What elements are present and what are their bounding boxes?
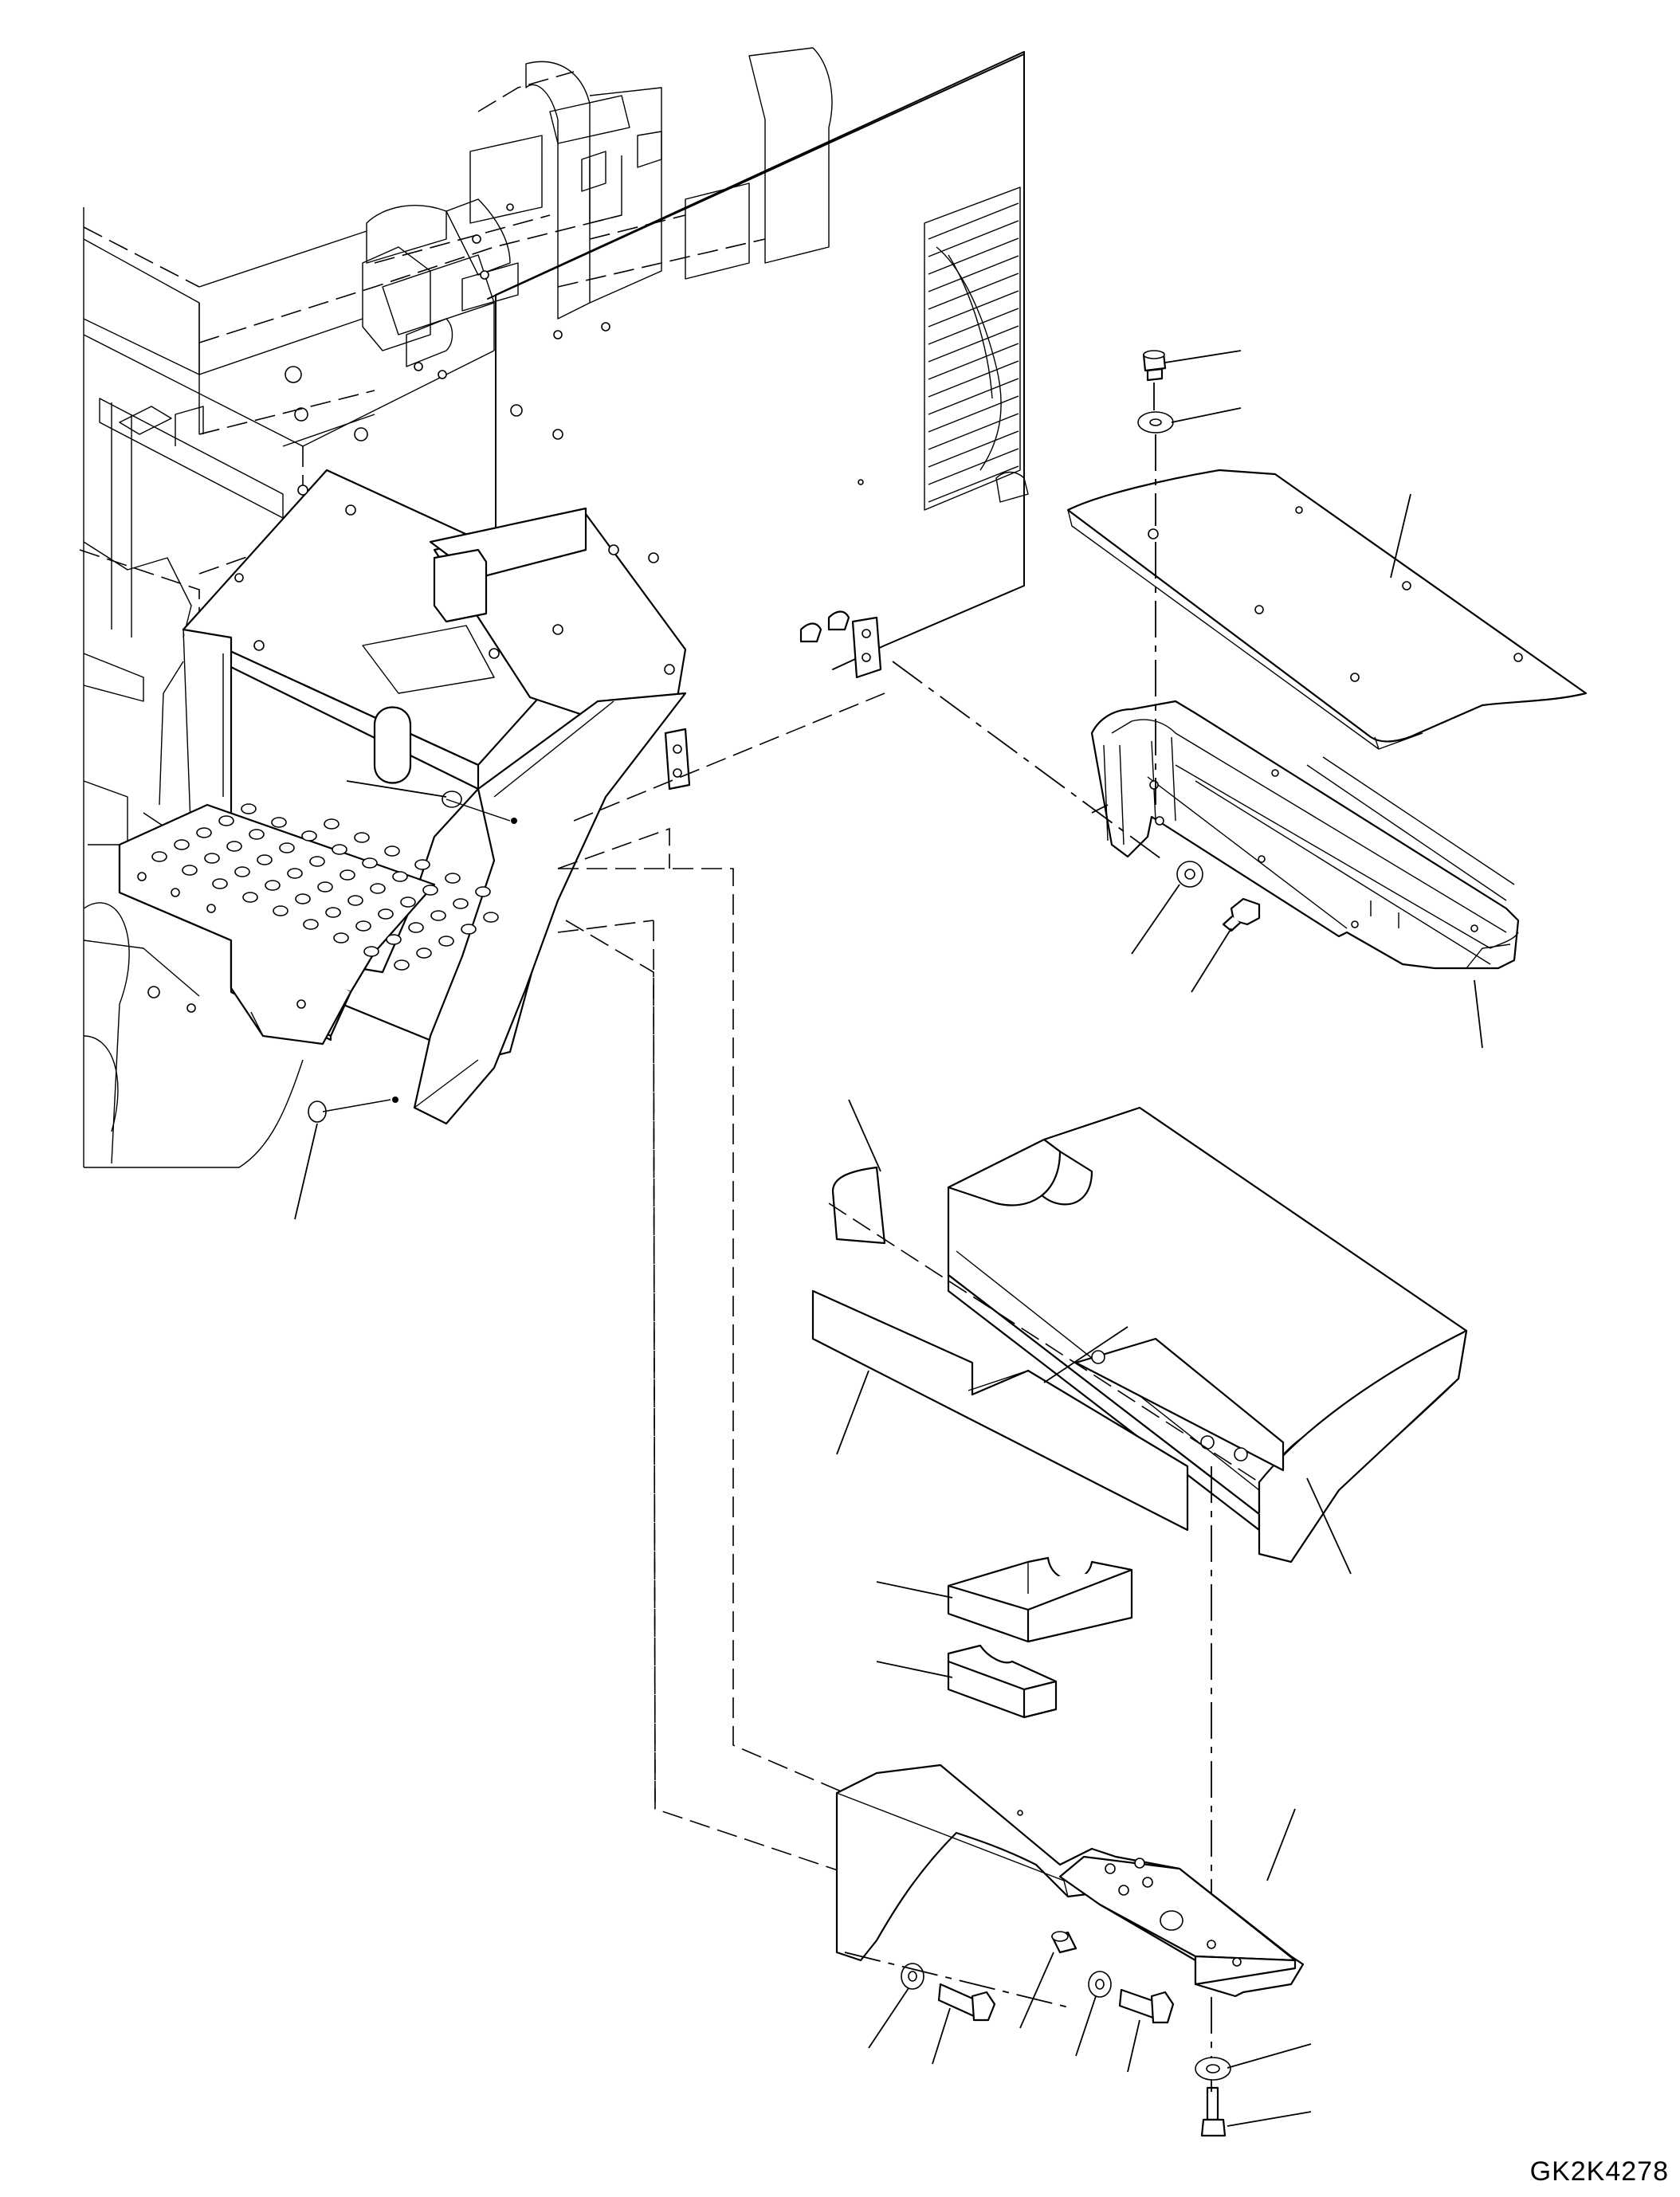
drawing-number: GK2K4278 — [1529, 2156, 1669, 2187]
perforation-hole — [325, 907, 341, 918]
step-assembly — [118, 469, 882, 1125]
bottom-bolt — [1200, 2086, 1227, 2137]
top-cover-plate — [1066, 469, 1588, 750]
perforation-hole — [151, 851, 167, 862]
perforation-hole — [347, 895, 363, 906]
perforation-hole — [416, 947, 432, 959]
spacer-block-small — [947, 1644, 1058, 1719]
bracket-bolt-right — [1118, 1988, 1175, 2024]
perforation-hole — [445, 873, 461, 884]
side-cover-seal-strip — [811, 1289, 1189, 1532]
perforation-hole — [378, 908, 394, 920]
perforation-hole — [386, 934, 402, 945]
perforation-hole — [309, 856, 325, 867]
perforation-hole — [332, 844, 347, 855]
perforation-hole — [430, 910, 446, 921]
perforation-hole — [362, 857, 378, 869]
perforation-hole — [408, 922, 424, 933]
spacer-block-large — [947, 1556, 1133, 1643]
perforation-hole — [340, 869, 355, 881]
perforation-hole — [287, 868, 303, 879]
perforation-hole — [392, 871, 408, 882]
perforation-hole — [204, 853, 220, 864]
perforation-hole — [400, 896, 416, 908]
step-perforations — [151, 803, 499, 971]
perforation-hole — [234, 866, 250, 877]
perforation-hole — [182, 865, 198, 876]
perforation-hole — [295, 893, 311, 904]
perforation-hole — [414, 859, 430, 870]
perforation-hole — [354, 832, 370, 843]
side-cover-rubber-flap — [831, 1166, 886, 1245]
perforation-hole — [324, 818, 340, 830]
ventilation-grille — [924, 186, 1021, 511]
perforation-hole — [241, 803, 257, 814]
bracket-bolt-left — [937, 1983, 996, 2022]
perforation-hole — [174, 839, 190, 850]
perforation-hole — [475, 886, 491, 897]
lower-bracket — [835, 1763, 1305, 1998]
perforation-hole — [249, 829, 265, 840]
top-cover-bolt — [1142, 350, 1167, 382]
perforation-hole — [453, 898, 469, 909]
perforation-hole — [301, 830, 317, 842]
handrail — [1090, 700, 1520, 970]
perforation-hole — [212, 878, 228, 889]
perforation-hole — [461, 924, 477, 935]
perforation-hole — [422, 885, 438, 896]
handrail-washer — [1176, 861, 1203, 888]
perforation-hole — [317, 881, 333, 893]
perforation-hole — [242, 892, 258, 903]
perforation-hole — [333, 932, 349, 944]
hole-plug-upper — [442, 791, 462, 808]
perforation-hole — [279, 842, 295, 853]
perforation-hole — [257, 854, 273, 865]
top-cover-washer — [1137, 411, 1174, 434]
machine-frame — [79, 47, 833, 1168]
perforation-hole — [438, 936, 454, 947]
perforation-hole — [384, 845, 400, 857]
perforation-hole — [363, 946, 379, 957]
perforation-hole — [370, 883, 386, 894]
bracket-washer-right — [1088, 1971, 1112, 1998]
perforation-hole — [196, 827, 212, 838]
perforation-hole — [265, 880, 281, 891]
side-cover — [947, 1106, 1468, 1563]
perforation-hole — [218, 815, 234, 826]
leader-lines — [294, 350, 1483, 2127]
perforation-hole — [273, 905, 289, 916]
perforation-hole — [303, 919, 319, 930]
bracket-collar — [1050, 1931, 1077, 1954]
bottom-washer — [1195, 2057, 1231, 2081]
perforation-hole — [355, 920, 371, 932]
perforation-hole — [483, 912, 499, 923]
perforation-hole — [271, 817, 287, 828]
perforation-hole — [394, 959, 410, 971]
perforation-hole — [226, 841, 242, 852]
handrail-bolt — [1222, 897, 1261, 932]
